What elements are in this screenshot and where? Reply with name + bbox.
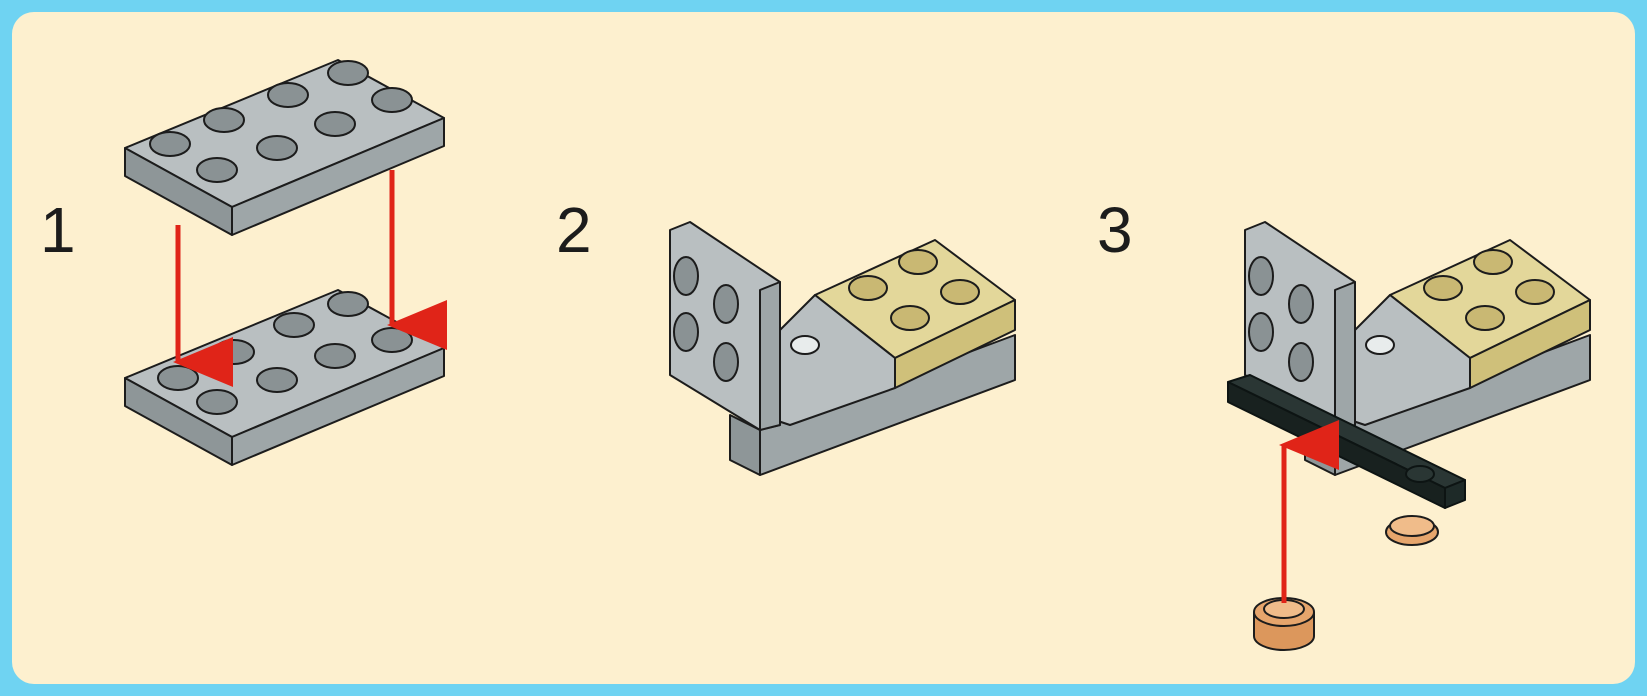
step-3-attached-orange-tile	[1386, 516, 1438, 545]
step-3-loose-orange-tile	[1254, 598, 1314, 650]
